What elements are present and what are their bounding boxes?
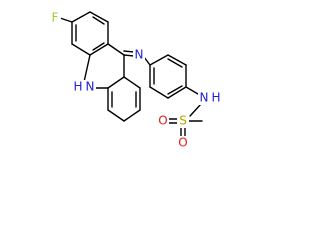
atom-s: S	[179, 114, 187, 128]
bond	[185, 86, 199, 95]
bond	[89, 11, 109, 23]
bond	[92, 42, 105, 51]
bond	[167, 54, 187, 66]
bond	[83, 54, 91, 83]
bond	[92, 16, 105, 25]
atom-n-amide: N	[200, 91, 209, 105]
bond	[107, 76, 125, 89]
bond	[71, 43, 91, 56]
bond	[59, 17, 73, 23]
atom-f: F	[52, 11, 59, 25]
bond	[167, 58, 183, 68]
bond	[107, 43, 125, 56]
bond	[123, 76, 141, 89]
atom-h-ring: H	[73, 80, 82, 94]
bond	[107, 109, 125, 122]
atom-h-amide: H	[211, 91, 220, 105]
bond	[71, 11, 91, 23]
bond	[149, 86, 169, 99]
atom-n-imine: N	[135, 48, 144, 62]
bond	[149, 54, 169, 66]
atom-n-ring: N	[86, 80, 95, 94]
molecule-canvas: F N N H N H S O O	[49, 10, 222, 150]
atom-o-bottom: O	[178, 136, 187, 150]
atom-labels: F N N H N H S O O	[49, 11, 222, 150]
bond	[89, 43, 109, 56]
structure-diagram: F N N H N H S O O	[49, 10, 222, 150]
atom-o-top: O	[158, 114, 167, 128]
bond	[167, 86, 187, 99]
bond	[123, 109, 141, 122]
bond	[189, 103, 202, 117]
bond	[123, 50, 135, 53]
bond	[167, 85, 183, 95]
bond	[123, 54, 135, 57]
